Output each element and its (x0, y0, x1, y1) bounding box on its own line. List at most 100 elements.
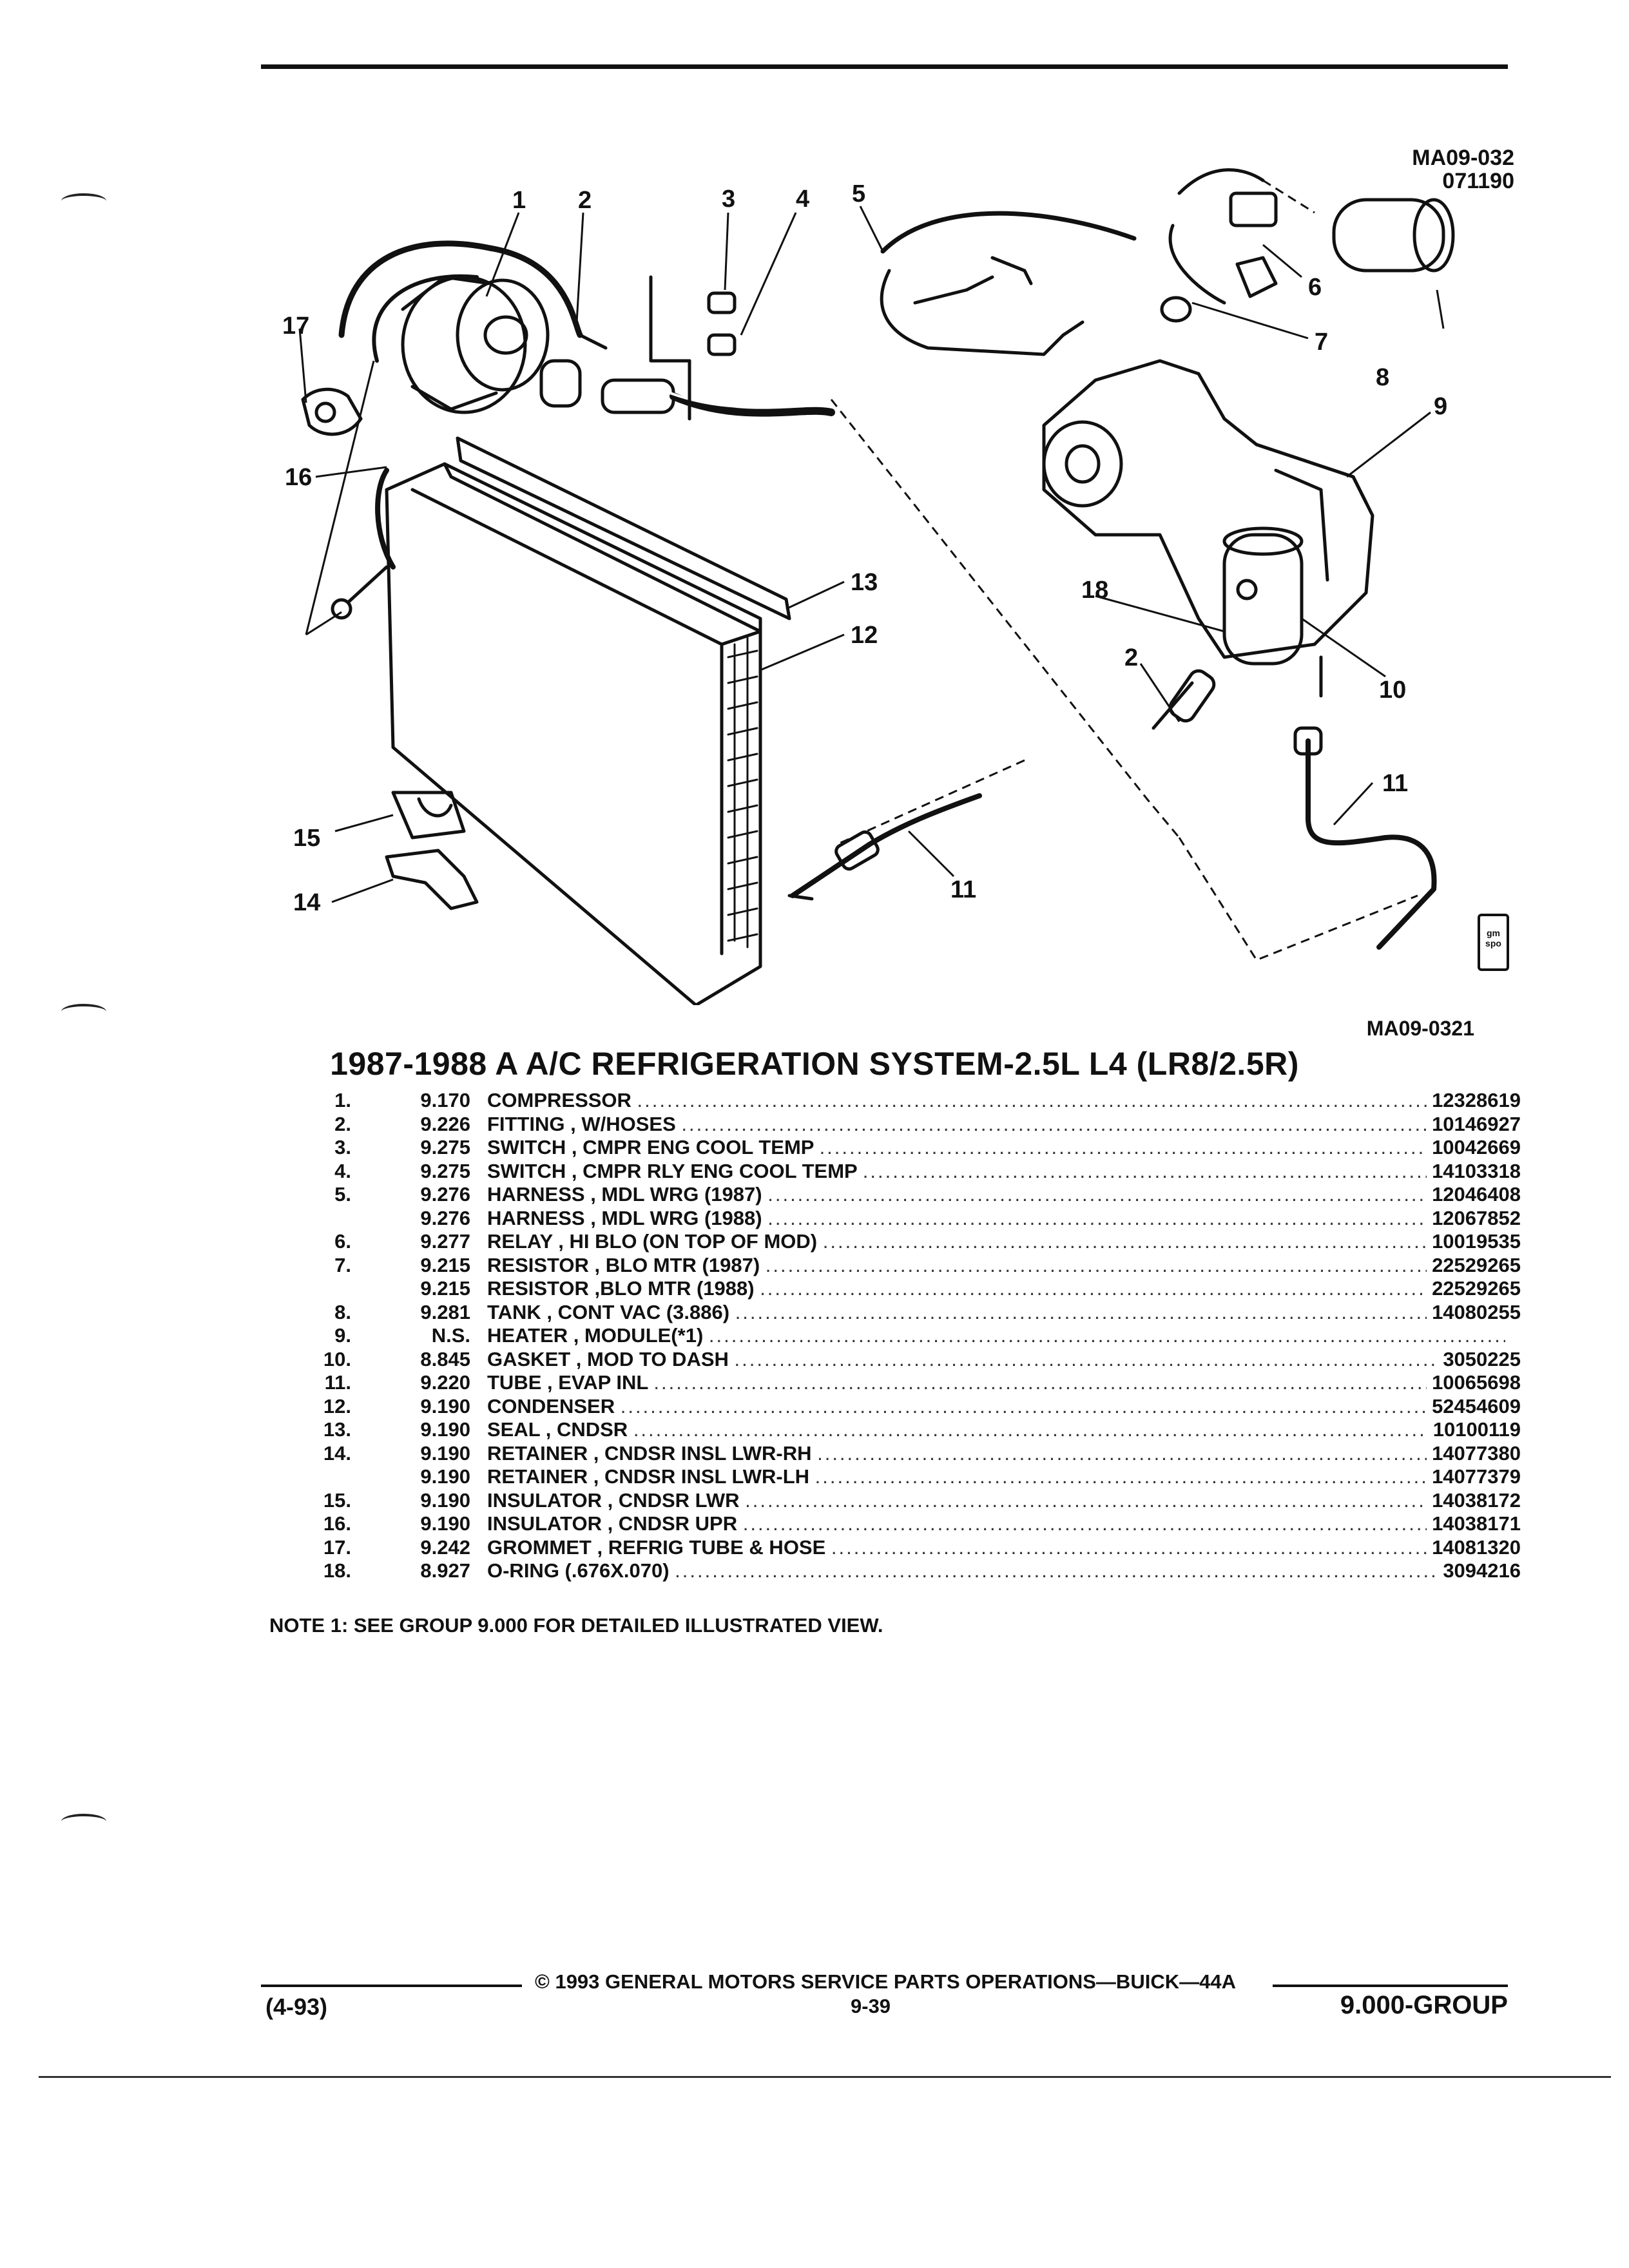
margin-mark (61, 1004, 106, 1019)
part-number: 14038171 (1427, 1512, 1521, 1535)
part-index: 12. (323, 1394, 351, 1418)
part-number: 3094216 (1438, 1559, 1521, 1582)
part-index: 2. (334, 1112, 351, 1135)
part-index: 16. (323, 1512, 351, 1535)
part-index: 3. (334, 1136, 351, 1158)
part-description: SWITCH , CMPR ENG COOL TEMP ............… (487, 1136, 1505, 1158)
part-description: SEAL , CNDSR ...........................… (487, 1418, 1505, 1441)
part-group: 8.927 (420, 1559, 470, 1582)
gm-spo-logo: gm spo (1485, 928, 1501, 948)
parts-list-row: 1. 9.170 COMPRESSOR ......................… (271, 1089, 1521, 1113)
part-group: N.S. (431, 1324, 470, 1347)
exploded-parts-diagram (298, 168, 1509, 1005)
part-number: 14038172 (1427, 1488, 1521, 1512)
part-description: HEATER , MODULE(*1) ....................… (487, 1324, 1505, 1347)
callout-15: 15 (293, 825, 321, 852)
part-group: 9.242 (420, 1535, 470, 1559)
part-index: 4. (334, 1159, 351, 1182)
parts-list-row: 9. N.S. HEATER , MODULE(*1) ..............… (271, 1324, 1521, 1348)
callout-11-right: 11 (1382, 770, 1409, 797)
footer-group: 9.000-GROUP (1340, 1991, 1508, 2019)
part-group: 9.277 (420, 1230, 470, 1253)
part-index: 11. (324, 1371, 351, 1394)
part-index: 18. (323, 1559, 351, 1582)
part-number: 10146927 (1427, 1112, 1521, 1136)
part-number: 10042669 (1427, 1136, 1521, 1159)
part-group: 9.190 (420, 1512, 470, 1535)
callout-10: 10 (1379, 677, 1407, 704)
part-group: 9.276 (420, 1206, 470, 1229)
part-description: TANK , CONT VAC (3.886) ................… (487, 1300, 1505, 1323)
part-group: 9.220 (420, 1371, 470, 1394)
part-index: 14. (323, 1441, 351, 1465)
figure-code-top: MA09-032 071190 (1412, 146, 1514, 193)
part-description: SWITCH , CMPR RLY ENG COOL TEMP ........… (487, 1159, 1505, 1182)
part-number: 14081320 (1427, 1535, 1521, 1559)
part-description: COMPRESSOR .............................… (487, 1089, 1505, 1111)
callout-14: 14 (293, 889, 321, 916)
footer-rule-right (1273, 1984, 1508, 1987)
part-index: 6. (334, 1230, 351, 1253)
part-number: 52454609 (1427, 1394, 1521, 1418)
footer-page-number: 9-39 (851, 1995, 891, 2017)
parts-list-row: 11. 9.220 TUBE , EVAP INL ................… (271, 1371, 1521, 1395)
part-group: 9.275 (420, 1136, 470, 1158)
callout-6: 6 (1308, 274, 1322, 301)
callout-18: 18 (1081, 577, 1109, 604)
figure-code-bottom: MA09-0321 (1366, 1017, 1474, 1040)
part-description: INSULATOR , CNDSR UPR ..................… (487, 1512, 1505, 1535)
part-description: HARNESS , MDL WRG (1987) ...............… (487, 1183, 1505, 1206)
callout-2: 2 (578, 187, 592, 214)
part-number: 12067852 (1427, 1206, 1521, 1230)
part-index: 1. (334, 1089, 351, 1111)
parts-list-row: 4. 9.275 SWITCH , CMPR RLY ENG COOL TEMP .… (271, 1159, 1521, 1184)
callout-1: 1 (512, 187, 526, 214)
callout-11-center: 11 (950, 876, 977, 903)
parts-list-row: 18. 8.927 O-RING (.676X.070) .............… (271, 1559, 1521, 1583)
part-description: CONDENSER ..............................… (487, 1394, 1505, 1418)
part-group: 9.215 (420, 1277, 470, 1300)
callout-16: 16 (285, 464, 313, 491)
part-group: 9.190 (420, 1465, 470, 1488)
part-group: 9.190 (420, 1441, 470, 1465)
part-index: 9. (334, 1324, 351, 1347)
parts-list-row: 6. 9.277 RELAY , HI BLO (ON TOP OF MOD) ..… (271, 1230, 1521, 1254)
callout-12: 12 (851, 622, 878, 649)
part-number: 14103318 (1427, 1159, 1521, 1183)
part-number: 22529265 (1427, 1277, 1521, 1300)
part-number: 10100119 (1427, 1418, 1521, 1441)
part-description: O-RING (.676X.070) .....................… (487, 1559, 1505, 1582)
part-index: 10. (323, 1347, 351, 1370)
callout-7: 7 (1315, 329, 1329, 356)
parts-list-row: 3. 9.275 SWITCH , CMPR ENG COOL TEMP .....… (271, 1136, 1521, 1160)
footer-date-code: (4-93) (265, 1994, 328, 2020)
part-description: INSULATOR , CNDSR LWR ..................… (487, 1488, 1505, 1512)
callout-4: 4 (796, 186, 810, 213)
part-number: 14077380 (1427, 1441, 1521, 1465)
part-description: RELAY , HI BLO (ON TOP OF MOD) .........… (487, 1230, 1505, 1253)
part-group: 9.215 (420, 1253, 470, 1276)
part-group: 8.845 (420, 1347, 470, 1370)
callout-5: 5 (852, 180, 866, 207)
callout-17: 17 (282, 312, 310, 340)
part-group: 9.226 (420, 1112, 470, 1135)
part-group: 9.275 (420, 1159, 470, 1182)
part-description: RETAINER , CNDSR INSL LWR-RH ...........… (487, 1441, 1505, 1465)
part-index: 13. (323, 1418, 351, 1441)
parts-list-row: 14. 9.190 RETAINER , CNDSR INSL LWR-RH ...… (271, 1441, 1521, 1466)
part-description: TUBE , EVAP INL ........................… (487, 1371, 1505, 1394)
callout-3: 3 (722, 186, 736, 213)
part-group: 9.170 (420, 1089, 470, 1111)
part-number: 10019535 (1427, 1230, 1521, 1253)
part-number: 22529265 (1427, 1253, 1521, 1277)
part-number: 14077379 (1427, 1465, 1521, 1488)
